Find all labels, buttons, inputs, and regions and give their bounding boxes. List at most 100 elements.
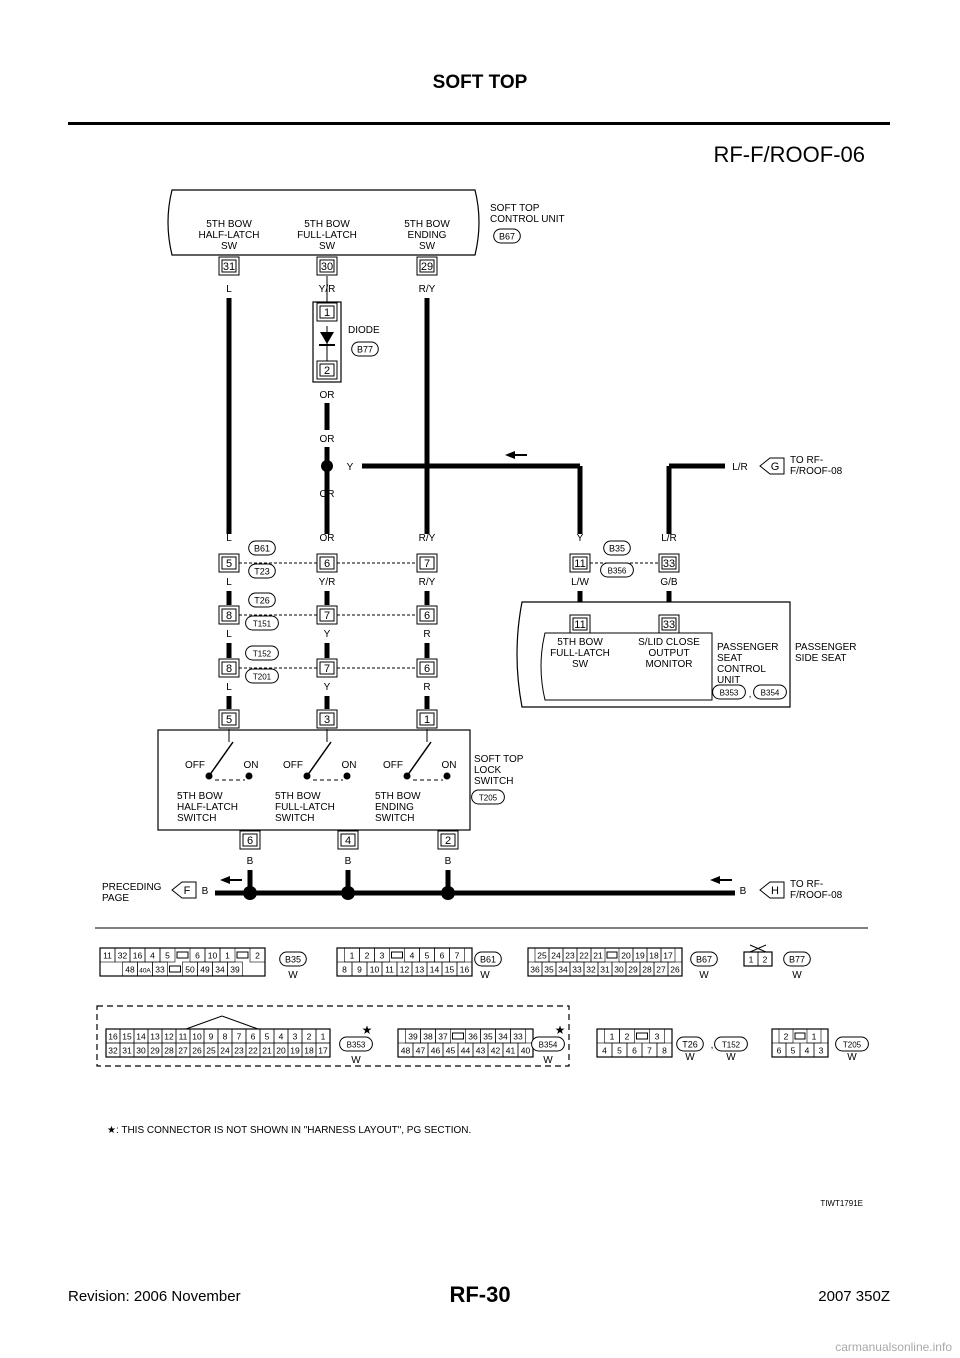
- lock-switch-pin-inner: [242, 833, 258, 847]
- switch-name: 5TH BOW: [275, 791, 321, 802]
- b35-face-pin: 48: [125, 965, 135, 975]
- joint-pin-inner: [319, 661, 335, 675]
- lock-switch-pin: 5: [226, 714, 232, 726]
- b35-face-key: [169, 965, 181, 973]
- b61-face-pin: 10: [370, 965, 380, 975]
- t26-face-key: [636, 1032, 648, 1040]
- lock-switch-pin-inner: [340, 833, 356, 847]
- diode-connector: B77: [357, 345, 373, 355]
- b77-face-tag: B77: [789, 955, 805, 965]
- joint-connector: B61: [254, 544, 270, 554]
- control-unit-terminal-label: SW: [319, 241, 336, 252]
- b61-face-pin: 12: [400, 965, 410, 975]
- b353-face-pin: 9: [209, 1032, 214, 1042]
- wire-color-label: L: [226, 629, 232, 640]
- joint-connector-outline: [245, 668, 279, 684]
- switch-name: 5TH BOW: [177, 791, 223, 802]
- wire-color-label: R/Y: [419, 284, 436, 295]
- b353-face-pin: 5: [265, 1032, 270, 1042]
- lock-switch-pin-inner: [319, 712, 335, 726]
- b353-face-pin: 17: [318, 1046, 328, 1056]
- wire-color-label: B: [247, 856, 254, 867]
- b67-face-tag: B67: [696, 955, 712, 965]
- b35-face-tag: B35: [285, 955, 301, 965]
- b35-pin-inner: [661, 556, 677, 570]
- diode-label: DIODE: [348, 325, 380, 336]
- switch-name: ENDING: [375, 802, 414, 813]
- optional-connectors-frame: [96, 1005, 570, 1067]
- b354-face-pin: 38: [423, 1032, 433, 1042]
- b77-face-pin: 1: [749, 955, 754, 965]
- lock-switch-pin: 4: [345, 835, 351, 847]
- current-arrow: [505, 451, 515, 459]
- control-unit-terminal-label: SW: [221, 241, 238, 252]
- b353-face-pin: 14: [136, 1032, 146, 1042]
- wire-color-label: L/W: [571, 577, 589, 588]
- connector-tag-h: H: [771, 885, 779, 897]
- b354-face-pin: 33: [513, 1032, 523, 1042]
- lock-switch-pin-inner: [419, 712, 435, 726]
- b353-face-pin: 10: [192, 1032, 202, 1042]
- destination-label: F/ROOF-08: [790, 890, 843, 901]
- b35-face-cell: [249, 947, 266, 963]
- b67-face-pin: 23: [565, 951, 575, 961]
- b67-face-pin: 17: [663, 951, 673, 961]
- lock-switch-connector-outline: [471, 789, 505, 805]
- b353-face-pin: 3: [293, 1032, 298, 1042]
- b61-face-pin: 6: [440, 951, 445, 961]
- preceding-page-label: PAGE: [102, 893, 129, 904]
- b35-pin: 11: [574, 558, 585, 570]
- b61-face-pin: 9: [357, 965, 362, 975]
- b35-face-pin: 32: [118, 951, 128, 961]
- passenger-seat-control-unit-box: [540, 632, 713, 701]
- wire-color-label: R/Y: [419, 577, 436, 588]
- b35-face-key: [176, 951, 189, 959]
- switch-on-label: ON: [442, 760, 457, 771]
- connector-color: W: [480, 970, 490, 981]
- b354-face-pin: 43: [476, 1046, 486, 1056]
- destination-label: TO RF-: [790, 455, 823, 466]
- passenger-connector: B353: [720, 689, 739, 698]
- joint-connector: T201: [253, 673, 272, 682]
- b35-pin-inner: [572, 556, 588, 570]
- control-unit-pin: 31: [223, 261, 235, 273]
- b353-face-cell: [315, 1042, 331, 1058]
- b35-face-pin: 33: [155, 965, 165, 975]
- connector-separator: ,: [711, 1040, 714, 1051]
- b61-face-pin: 14: [430, 965, 440, 975]
- joint-pin: 7: [324, 663, 330, 675]
- wire-color-label: Y: [577, 533, 584, 544]
- control-unit-terminal-label: 5TH BOW: [304, 219, 350, 230]
- b353-face-pin: 20: [276, 1046, 286, 1056]
- passenger-terminal-label: 5TH BOW: [557, 637, 603, 648]
- switch-contact-on: [245, 772, 253, 780]
- b354-face-tag: B354: [539, 1041, 558, 1050]
- t205-face-tag-outline: [835, 1036, 869, 1052]
- control-unit-name: SOFT TOP: [490, 203, 540, 214]
- b35-connector: B35: [609, 544, 625, 554]
- passenger-pin: 11: [574, 619, 585, 631]
- control-unit-connector: B67: [499, 232, 515, 242]
- passenger-pin-inner: [661, 617, 677, 631]
- lock-switch-pin: 3: [324, 714, 330, 726]
- b35-face-cell: [227, 961, 243, 977]
- switch-name: SWITCH: [375, 813, 414, 824]
- switch-name: FULL-LATCH: [275, 802, 335, 813]
- b67-face-pin: 32: [586, 965, 596, 975]
- control-unit-terminal-label: ENDING: [408, 230, 447, 241]
- b35-face-cell: [152, 961, 168, 977]
- b353-face-pin: 1: [321, 1032, 326, 1042]
- b35-face-tag-outline: [279, 951, 307, 967]
- wire-color-label: L/R: [732, 462, 748, 473]
- b61-face-pin: 15: [445, 965, 455, 975]
- b35-face-pin: 50: [185, 965, 195, 975]
- b354-face-pin: 39: [408, 1032, 418, 1042]
- wire-color-label: OR: [320, 434, 335, 445]
- wire-color-label: L: [226, 577, 232, 588]
- t26-face-pin: 1: [610, 1032, 615, 1042]
- destination-label: F/ROOF-08: [790, 466, 843, 477]
- control-unit-pin: 29: [421, 261, 433, 273]
- b353-face-pin: 28: [164, 1046, 174, 1056]
- b353-face-pin: 11: [179, 1032, 188, 1042]
